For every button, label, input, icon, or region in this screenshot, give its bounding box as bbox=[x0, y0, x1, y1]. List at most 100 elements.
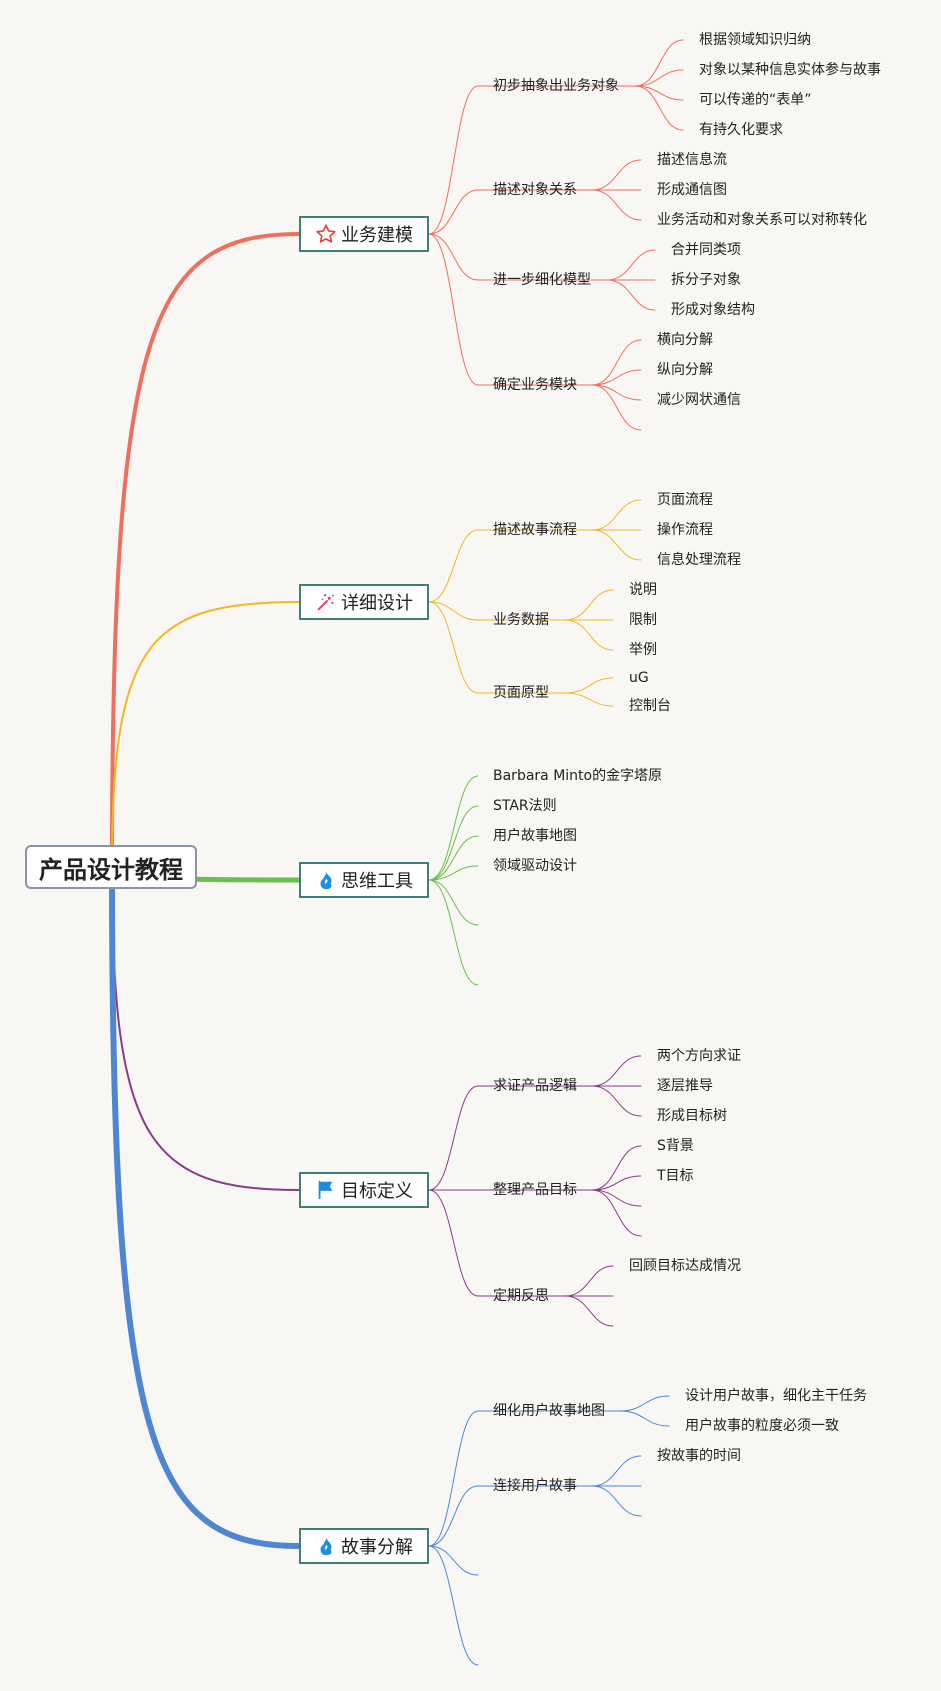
subtopic[interactable]: 领域驱动设计 bbox=[493, 858, 577, 874]
connector-line bbox=[428, 1189, 479, 1297]
subtopic[interactable]: 连接用户故事 bbox=[493, 1478, 577, 1494]
subtopic[interactable]: 定期反思 bbox=[493, 1288, 549, 1304]
subtopic[interactable]: 业务数据 bbox=[493, 612, 549, 628]
connector-line bbox=[428, 233, 479, 281]
leaf-topic[interactable]: 用户故事的粒度必须一致 bbox=[685, 1418, 839, 1434]
leaf-topic[interactable]: T目标 bbox=[657, 1168, 694, 1184]
connector-line bbox=[428, 601, 479, 694]
connector-line bbox=[619, 1395, 670, 1412]
leaf-topic[interactable]: 纵向分解 bbox=[657, 362, 713, 378]
connector-line bbox=[591, 159, 642, 191]
subtopic[interactable]: 页面原型 bbox=[493, 685, 549, 701]
subtopic[interactable]: 进一步细化模型 bbox=[493, 272, 591, 288]
connector-line bbox=[428, 865, 479, 881]
subtopic[interactable]: 整理产品目标 bbox=[493, 1182, 577, 1198]
connector-line bbox=[591, 529, 642, 561]
connector-line bbox=[564, 1265, 614, 1297]
connector-line bbox=[428, 189, 479, 235]
subtopic[interactable]: 细化用户故事地图 bbox=[493, 1403, 605, 1419]
connector-line bbox=[564, 692, 614, 707]
subtopic[interactable]: 描述故事流程 bbox=[493, 522, 577, 538]
connector-line bbox=[591, 1175, 642, 1191]
connector-line bbox=[428, 601, 479, 621]
connector-line bbox=[591, 499, 642, 531]
leaf-topic[interactable]: 举例 bbox=[629, 642, 657, 658]
root-topic[interactable]: 产品设计教程 bbox=[25, 845, 197, 889]
leaf-topic[interactable]: 有持久化要求 bbox=[699, 122, 783, 138]
subtopic[interactable]: 描述对象关系 bbox=[493, 182, 577, 198]
main-topic-label: 详细设计 bbox=[341, 593, 413, 614]
leaf-topic[interactable]: 形成通信图 bbox=[657, 182, 727, 198]
leaf-topic[interactable]: 业务活动和对象关系可以对称转化 bbox=[657, 212, 867, 228]
leaf-topic[interactable]: 拆分子对象 bbox=[671, 272, 741, 288]
connector-line bbox=[428, 775, 479, 881]
leaf-topic[interactable]: 描述信息流 bbox=[657, 152, 727, 168]
main-topic-1[interactable]: 业务建模 bbox=[299, 216, 429, 252]
flame-icon bbox=[315, 1535, 337, 1557]
connector-line bbox=[591, 1485, 642, 1517]
subtopic[interactable]: Barbara Minto的金字塔原 bbox=[493, 768, 663, 784]
connector-line bbox=[591, 1455, 642, 1487]
connector-line bbox=[591, 369, 642, 386]
leaf-topic[interactable]: 操作流程 bbox=[657, 522, 713, 538]
main-topic-label: 思维工具 bbox=[341, 871, 413, 892]
connector-line bbox=[634, 69, 684, 87]
connector-line bbox=[564, 619, 614, 651]
subtopic[interactable]: 确定业务模块 bbox=[493, 377, 577, 393]
connector-line bbox=[634, 85, 684, 101]
main-topic-5[interactable]: 故事分解 bbox=[299, 1528, 429, 1564]
leaf-topic[interactable]: 合并同类项 bbox=[671, 242, 741, 258]
connector-line bbox=[591, 1055, 642, 1087]
main-topic-3[interactable]: 思维工具 bbox=[299, 862, 429, 898]
connector-line bbox=[428, 805, 479, 881]
leaf-topic[interactable]: 回顾目标达成情况 bbox=[629, 1258, 741, 1274]
flame-icon bbox=[315, 869, 337, 891]
leaf-topic[interactable]: 根据领域知识归纳 bbox=[699, 32, 811, 48]
subtopic[interactable]: STAR法则 bbox=[493, 798, 557, 814]
connector-line bbox=[111, 866, 300, 1191]
subtopic[interactable]: 初步抽象出业务对象 bbox=[493, 78, 619, 94]
leaf-topic[interactable]: 信息处理流程 bbox=[657, 552, 741, 568]
leaf-topic[interactable]: 逐层推导 bbox=[657, 1078, 713, 1094]
main-topic-label: 目标定义 bbox=[341, 1181, 413, 1202]
connector-line bbox=[428, 233, 479, 386]
flag-icon bbox=[315, 1179, 337, 1201]
connector-line bbox=[591, 1145, 642, 1191]
connector-line bbox=[428, 879, 479, 926]
connector-line bbox=[634, 39, 684, 87]
main-topic-2[interactable]: 详细设计 bbox=[299, 584, 429, 620]
connector-line bbox=[591, 339, 642, 386]
connector-line bbox=[428, 1410, 479, 1547]
subtopic[interactable]: 用户故事地图 bbox=[493, 828, 577, 844]
connector-line bbox=[564, 677, 614, 694]
leaf-topic[interactable]: 按故事的时间 bbox=[657, 1448, 741, 1464]
connector-line bbox=[428, 879, 479, 986]
connector-line bbox=[428, 1545, 479, 1576]
leaf-topic[interactable]: 可以传递的“表单” bbox=[699, 92, 812, 108]
connector-line bbox=[428, 529, 479, 603]
leaf-topic[interactable]: S背景 bbox=[657, 1138, 694, 1154]
leaf-topic[interactable]: 说明 bbox=[629, 582, 657, 598]
leaf-topic[interactable]: 对象以某种信息实体参与故事 bbox=[699, 62, 881, 78]
leaf-topic[interactable]: uG bbox=[629, 670, 649, 686]
leaf-topic[interactable]: 设计用户故事，细化主干任务 bbox=[685, 1388, 867, 1404]
leaf-topic[interactable]: 形成目标树 bbox=[657, 1108, 727, 1124]
connector-line bbox=[428, 85, 479, 235]
connector-line bbox=[564, 1295, 614, 1327]
connector-line bbox=[110, 232, 301, 869]
leaf-topic[interactable]: 控制台 bbox=[629, 698, 671, 714]
leaf-topic[interactable]: 减少网状通信 bbox=[657, 392, 741, 408]
connector-line bbox=[428, 1485, 479, 1547]
connector-line bbox=[591, 384, 642, 431]
connector-line bbox=[591, 189, 642, 221]
leaf-topic[interactable]: 页面流程 bbox=[657, 492, 713, 508]
leaf-topic[interactable]: 限制 bbox=[629, 612, 657, 628]
connector-line bbox=[606, 249, 656, 281]
leaf-topic[interactable]: 形成对象结构 bbox=[671, 302, 755, 318]
leaf-topic[interactable]: 横向分解 bbox=[657, 332, 713, 348]
main-topic-4[interactable]: 目标定义 bbox=[299, 1172, 429, 1208]
subtopic[interactable]: 求证产品逻辑 bbox=[493, 1078, 577, 1094]
leaf-topic[interactable]: 两个方向求证 bbox=[657, 1048, 741, 1064]
main-topic-label: 业务建模 bbox=[341, 225, 413, 246]
